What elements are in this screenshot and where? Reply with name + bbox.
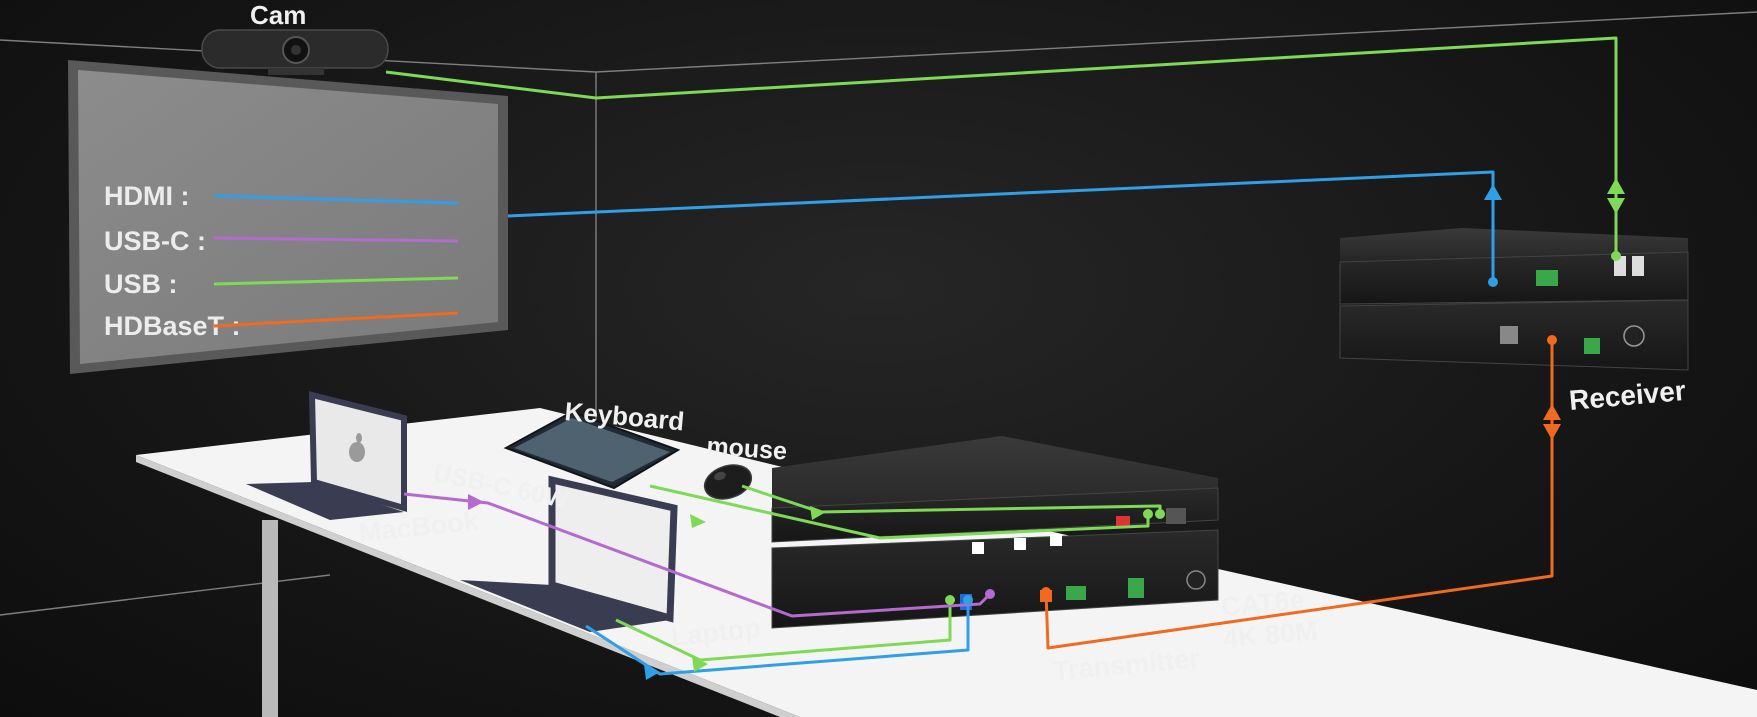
receiver: Receiver [1339, 228, 1689, 416]
usb-cable-camera [385, 36, 1618, 256]
arrow-right-icon [468, 494, 484, 510]
arrow-up-icon [1607, 178, 1625, 194]
cat6e-label: CAT6e [1220, 585, 1306, 622]
keyboard: Keyboard [503, 396, 686, 490]
hdbaset-cable [1044, 340, 1554, 650]
svg-text:USB-C :: USB-C : [104, 226, 206, 256]
arrow-right-icon [690, 514, 706, 528]
macbook: MacBook [246, 391, 481, 548]
arrow-down-icon [1607, 198, 1625, 214]
mouse: mouse [703, 432, 788, 500]
legend-item-hdmi: HDMI : [104, 181, 459, 211]
apple-logo-icon [349, 433, 365, 462]
usb-cable-keyboard [649, 484, 1150, 540]
hdmi-cable-laptop [585, 600, 970, 676]
hdmi-cable-display [507, 170, 1495, 282]
legend-item-usb: USB : [104, 269, 459, 299]
legend: HDMI : USB-C : USB : HDBaseT : [104, 181, 459, 341]
receiver-label: Receiver [1568, 375, 1687, 416]
arrow-down-icon [1543, 424, 1561, 440]
arrow-right-icon [692, 656, 708, 672]
usb-cable-laptop [615, 600, 952, 662]
legend-item-hdbaset: HDBaseT : [104, 311, 459, 341]
cam-label: Cam [250, 0, 306, 30]
connector-dots [945, 251, 1621, 605]
display-screen [68, 60, 508, 374]
svg-text:USB :: USB : [104, 269, 178, 299]
arrow-right-icon [644, 664, 660, 680]
legend-item-usbc: USB-C : [104, 226, 459, 256]
arrow-up-icon [1543, 404, 1561, 420]
transmitter: Transmitter [771, 436, 1219, 686]
usbc-cable-macbook [403, 492, 992, 618]
mouse-label: mouse [706, 432, 788, 466]
camera: Cam [201, 0, 389, 75]
cables [385, 36, 1618, 676]
arrow-right-icon [810, 506, 826, 520]
svg-text:HDMI :: HDMI : [104, 181, 189, 211]
arrow-up-icon [1484, 184, 1502, 200]
signal-arrows [468, 178, 1625, 680]
